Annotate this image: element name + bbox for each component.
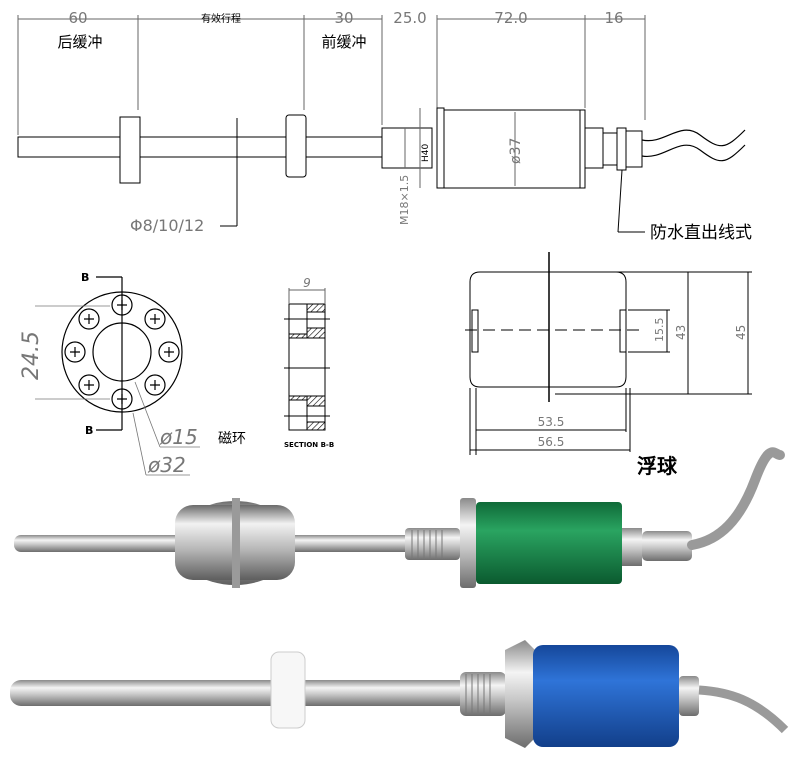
dim-rear-buffer: 60 [68, 9, 87, 27]
label-front-buffer: 前缓冲 [321, 33, 366, 51]
magnet-ring-drawing [35, 276, 200, 476]
dim-inner-diameter: ø15 [159, 425, 198, 449]
blue-sensor-body [533, 645, 679, 747]
section-b-b-drawing [284, 288, 330, 431]
label-magnet-ring: 磁环 [218, 431, 246, 447]
dim-float-hole: 15.5 [653, 318, 666, 343]
dim-outer-diameter: ø32 [147, 453, 186, 477]
dim-float-height-outer: 45 [734, 325, 748, 340]
label-section-title: SECTION B-B [284, 441, 334, 449]
photo-green-sensor [14, 447, 785, 588]
section-mark-bottom: B [85, 424, 93, 437]
label-outlet-type: 防水直出线式 [650, 223, 752, 243]
dim-ring-thickness: 9 [303, 276, 311, 290]
photo-blue-sensor [10, 640, 789, 748]
dim-thread-length: 25.0 [393, 9, 426, 27]
label-body-diameter: ø37 [508, 138, 524, 164]
label-rear-buffer: 后缓冲 [57, 33, 102, 51]
label-thread: M18×1.5 [398, 175, 411, 225]
dim-float-width-outer: 56.5 [538, 435, 565, 449]
dim-connector-length: 16 [604, 9, 623, 27]
top-dimension-texts: 60 有效行程 30 25.0 72.0 16 后缓冲 前缓冲 Φ8/10/12… [57, 9, 752, 243]
label-rod-diameter: Φ8/10/12 [130, 216, 204, 235]
top-sensor-drawing [17, 15, 746, 233]
dim-float-height-inner: 43 [674, 325, 688, 340]
float-drawing [465, 252, 752, 455]
dim-front-buffer: 30 [334, 9, 353, 27]
section-mark-top: B [81, 271, 89, 284]
green-sensor-body [476, 502, 622, 584]
dim-float-width-inner: 53.5 [538, 415, 565, 429]
label-hex: H40 [421, 144, 431, 162]
dim-body-length: 72.0 [494, 9, 527, 27]
dim-effective-stroke: 有效行程 [201, 12, 241, 25]
dim-hole-spacing: 24.5 [19, 331, 44, 380]
label-float: 浮球 [637, 454, 678, 478]
